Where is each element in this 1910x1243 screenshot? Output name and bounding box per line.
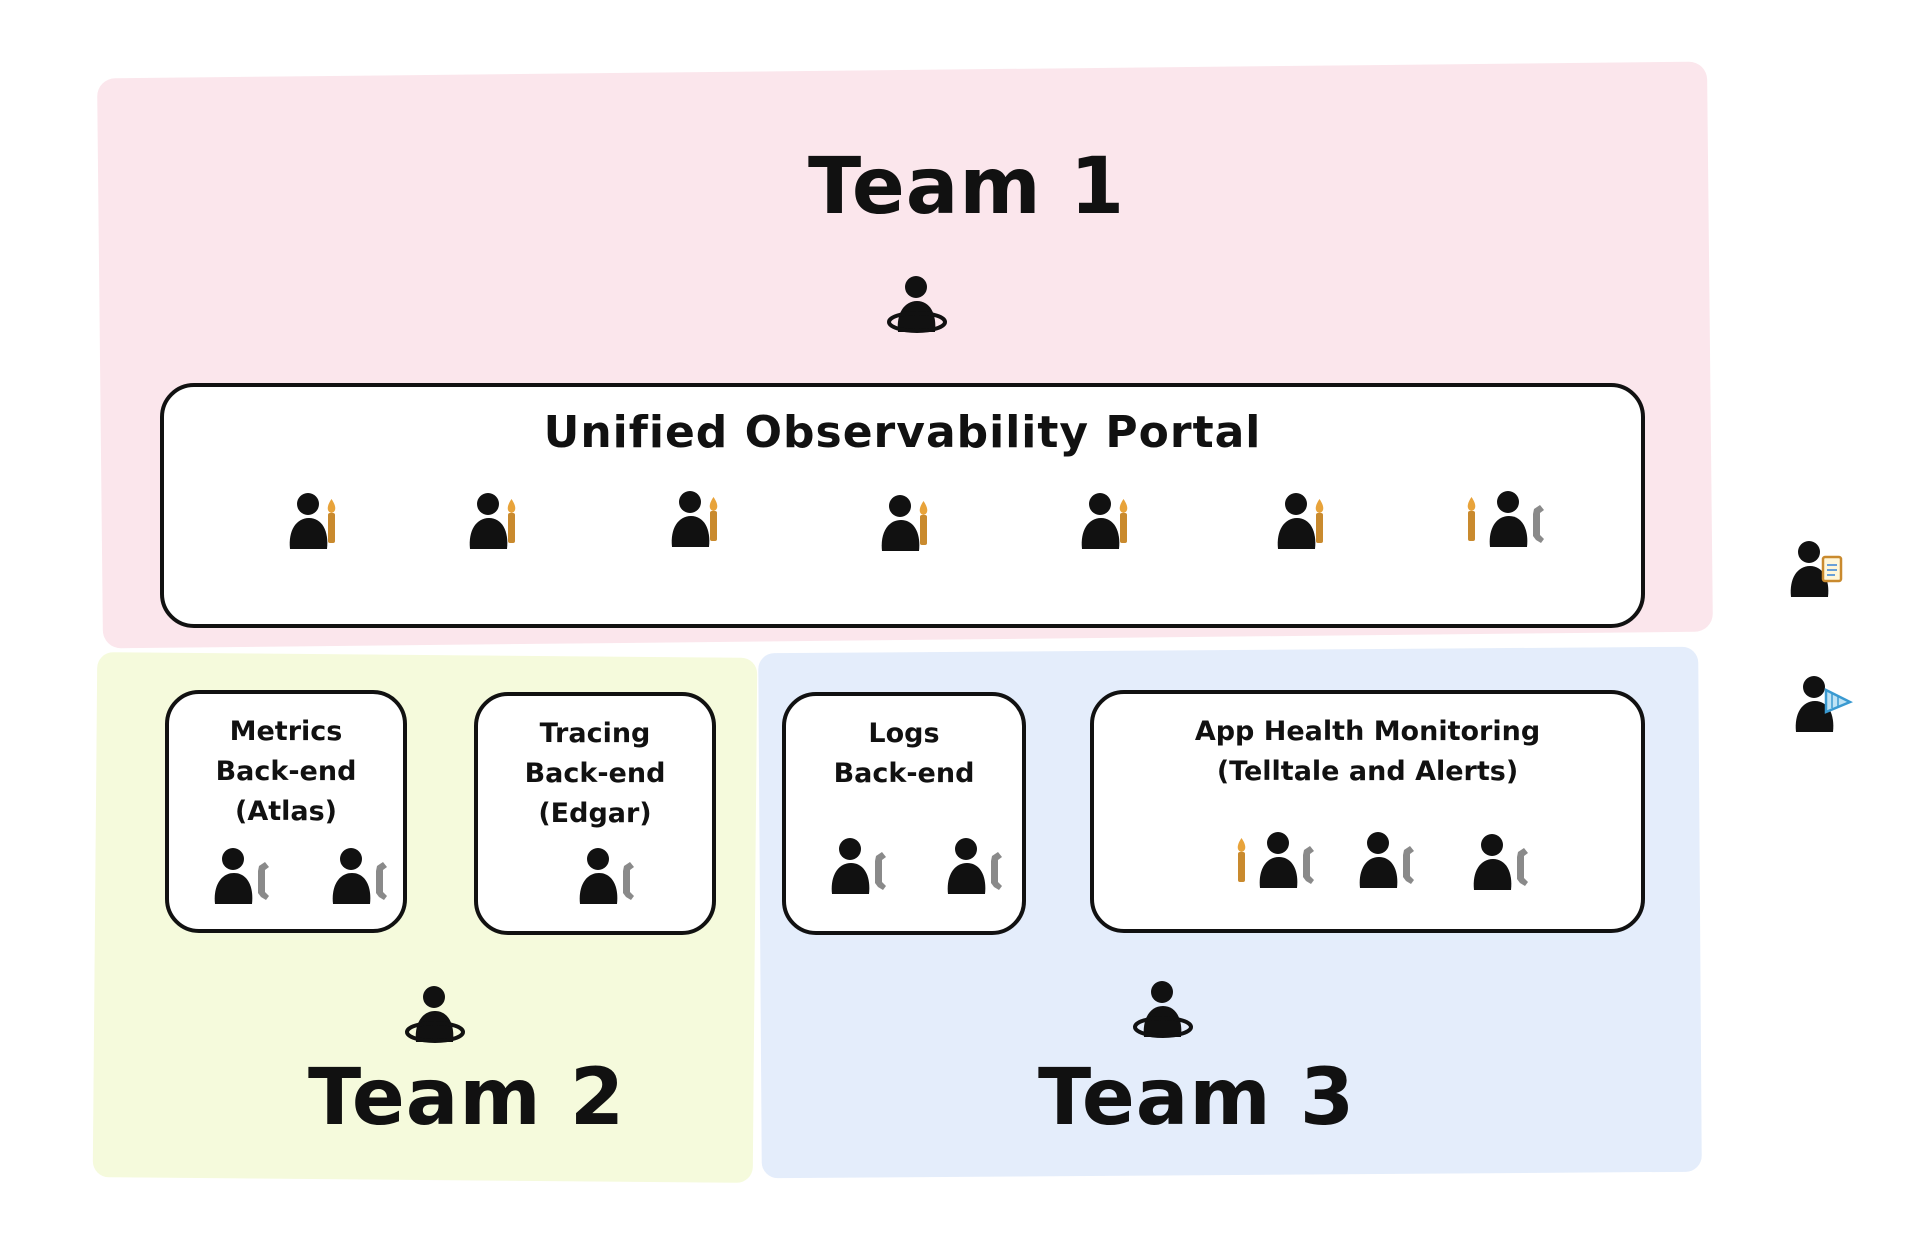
person-with-brush-icon [1066, 487, 1146, 557]
person-with-wrench-icon [932, 832, 1012, 902]
portal-title: Unified Observability Portal [543, 407, 1262, 458]
box-title-line: Logs [868, 718, 940, 749]
logs-backend-box: Logs Back-end [782, 692, 1026, 935]
box-title-line: Metrics [229, 716, 343, 747]
box-title-line: Tracing [539, 718, 651, 749]
person-with-wrench-icon [1344, 826, 1424, 896]
person-with-brush-and-wrench-icon [1234, 826, 1314, 896]
manager-icon [882, 270, 962, 340]
metrics-backend-box: Metrics Back-end (Atlas) [165, 690, 407, 933]
box-title-line: Back-end [215, 756, 357, 787]
person-with-wrench-icon [199, 842, 279, 912]
unified-observability-portal-box: Unified Observability Portal [160, 383, 1645, 628]
box-title-line: (Telltale and Alerts) [1216, 756, 1519, 787]
app-health-monitoring-box: App Health Monitoring (Telltale and Aler… [1090, 690, 1645, 933]
team1-label: Team 1 [808, 142, 1126, 232]
person-with-brush-icon [656, 485, 736, 555]
person-with-brush-icon [866, 489, 946, 559]
box-title-line: App Health Monitoring [1194, 716, 1541, 747]
team2-label: Team 2 [308, 1053, 626, 1143]
person-with-wrench-icon [816, 832, 896, 902]
person-with-clipboard-icon [1775, 535, 1855, 605]
team3-label: Team 3 [1038, 1053, 1356, 1143]
person-with-brush-icon [1262, 487, 1342, 557]
person-with-brush-icon [454, 487, 534, 557]
person-with-brush-icon [274, 487, 354, 557]
manager-icon [400, 980, 480, 1050]
person-with-wrench-icon [1458, 828, 1538, 898]
box-title-line: Back-end [524, 758, 666, 789]
person-with-wrench-icon [317, 842, 397, 912]
box-title-line: (Edgar) [538, 798, 652, 829]
box-title-line: (Atlas) [234, 796, 338, 827]
person-with-ruler-icon [1780, 670, 1860, 740]
tracing-backend-box: Tracing Back-end (Edgar) [474, 692, 716, 935]
person-with-brush-and-wrench-icon [1464, 485, 1544, 555]
person-with-wrench-icon [564, 842, 644, 912]
manager-icon [1128, 975, 1208, 1045]
box-title-line: Back-end [833, 758, 975, 789]
